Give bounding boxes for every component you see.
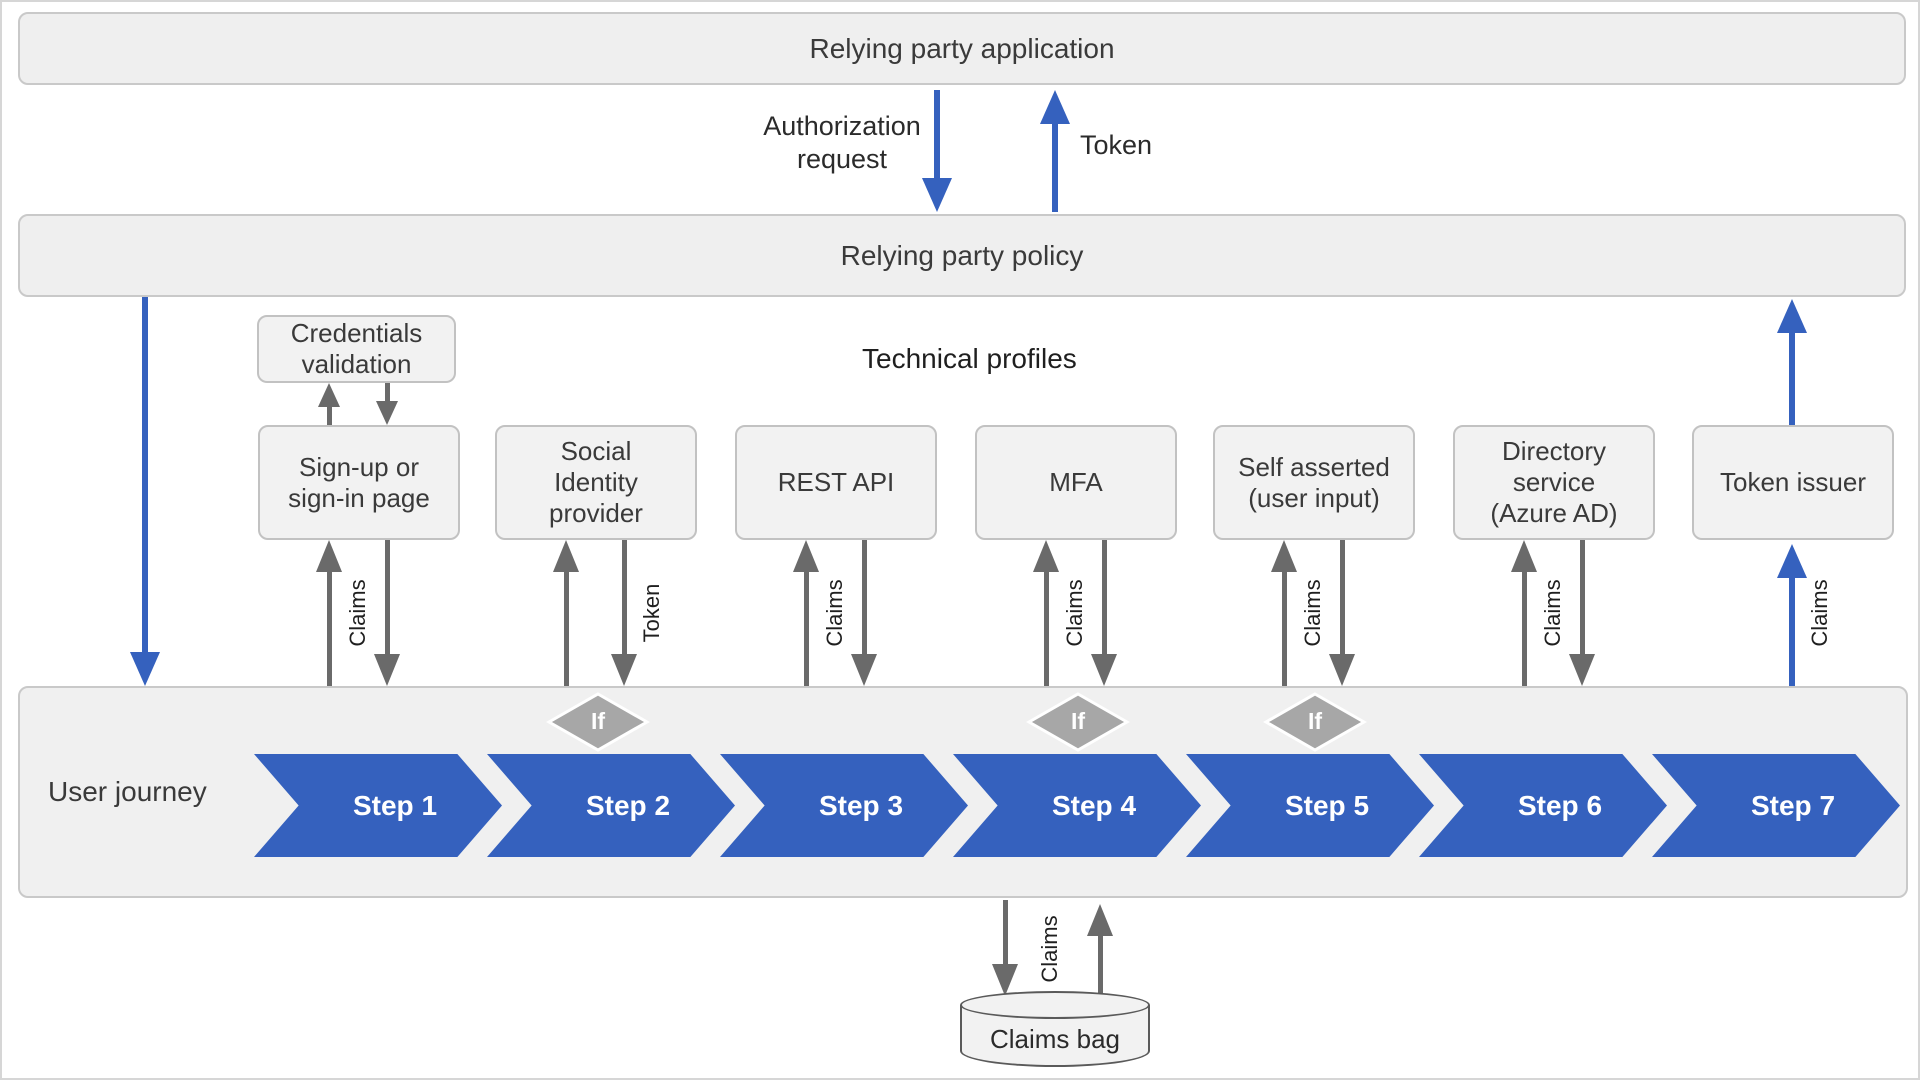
signup-claims-down-shaft [385,540,390,654]
signup-claims-up-shaft [327,568,332,686]
self-asserted-claims-down-shaft [1340,540,1345,654]
signup-claims-up-icon [316,540,342,572]
tech-profile-rest-api-box: REST API [735,425,937,540]
directory-claims-label: Claims [1540,579,1565,647]
step-4-label: Step 4 [1051,789,1137,821]
step-1-label: Step 1 [352,789,438,821]
credentials-arrow-up-shaft [327,405,332,425]
claims-bag-label: Claims bag [989,1024,1121,1054]
bag-claims-down-icon [992,964,1018,996]
tech-profile-token-issuer-box: Token issuer [1692,425,1894,540]
token-label: Token [1080,130,1153,160]
technical-profiles-heading: Technical profiles [862,343,1077,374]
if-condition-step5: If [1263,691,1367,753]
tech-profile-token-issuer-label: Token issuer [1720,467,1866,497]
token-arrow-shaft [1052,122,1058,212]
bag-claims-label: Claims [1037,915,1062,983]
bag-claims-up-shaft [1098,934,1103,994]
step-7-label: Step 7 [1750,789,1836,821]
if-condition-step4: If [1026,691,1130,753]
auth-request-arrow-down-icon [922,178,952,212]
tech-profile-mfa-box: MFA [975,425,1177,540]
step-6-chevron: Step 6 [1419,754,1667,857]
directory-claims-down-shaft [1580,540,1585,654]
tech-profile-self-asserted-label: Self asserted (user input) [1238,451,1390,513]
journey-to-issuer-arrow-up-icon [1777,544,1807,578]
tech-profile-signup-label: Sign-up or sign-in page [288,451,430,513]
social-token-up-icon [553,540,579,572]
mfa-claims-up-shaft [1044,568,1049,686]
restapi-claims-down-icon [851,654,877,686]
step-6-label: Step 6 [1517,789,1603,821]
mfa-claims-down-icon [1091,654,1117,686]
token-arrow-up-icon [1040,90,1070,124]
mfa-claims-down-shaft [1102,540,1107,654]
relying-party-application-box: Relying party application [18,12,1906,85]
social-token-up-shaft [564,568,569,686]
policy-to-journey-arrow-down-icon [130,652,160,686]
restapi-claims-down-shaft [862,540,867,654]
if-condition-step2: If [546,691,650,753]
tech-profile-directory-service-label: Directory service (Azure AD) [1490,436,1618,528]
directory-claims-down-icon [1569,654,1595,686]
signup-claims-down-icon [374,654,400,686]
bag-claims-up-icon [1087,904,1113,936]
issuer-to-policy-arrow-shaft [1789,331,1795,426]
issuer-claims-label: Claims [1807,579,1832,647]
social-token-down-shaft [622,540,627,654]
directory-claims-up-icon [1511,540,1537,572]
signup-claims-label: Claims [345,579,370,647]
if-diamond-icon [546,692,650,752]
self-asserted-claims-up-icon [1271,540,1297,572]
social-token-down-icon [611,654,637,686]
credentials-arrow-down-icon [376,401,398,425]
bag-claims-down-shaft [1003,900,1008,964]
tech-profile-signup-box: Sign-up or sign-in page [258,425,460,540]
journey-to-issuer-arrow-shaft [1789,576,1795,686]
step-2-label: Step 2 [585,789,671,821]
issuer-to-policy-arrow-up-icon [1777,299,1807,333]
tech-profile-self-asserted-box: Self asserted (user input) [1213,425,1415,540]
credentials-validation-box: Credentials validation [257,315,456,383]
if-diamond-icon [1263,692,1367,752]
claims-bag-cylinder-top [960,991,1150,1019]
self-asserted-claims-label: Claims [1300,579,1325,647]
directory-claims-up-shaft [1522,568,1527,686]
restapi-claims-up-shaft [804,568,809,686]
self-asserted-claims-up-shaft [1282,568,1287,686]
restapi-claims-label: Claims [822,579,847,647]
social-token-label: Token [639,583,664,643]
restapi-claims-up-icon [793,540,819,572]
if-diamond-icon [1026,692,1130,752]
credentials-validation-label: Credentials validation [290,318,423,379]
step-1-chevron: Step 1 [254,754,502,857]
credentials-arrow-up-icon [318,383,340,407]
if-condition-step4-label: If [1070,707,1086,734]
tech-profile-social-idp-label: Social Identity provider [549,436,643,528]
mfa-claims-up-icon [1033,540,1059,572]
relying-party-policy-title: Relying party policy [840,239,1084,271]
tech-profile-social-idp-box: Social Identity provider [495,425,697,540]
step-5-label: Step 5 [1284,789,1370,821]
relying-party-application-title: Relying party application [809,32,1115,64]
tech-profile-rest-api-label: REST API [777,467,895,497]
self-asserted-claims-down-icon [1329,654,1355,686]
relying-party-policy-box: Relying party policy [18,214,1906,297]
authorization-request-label: Authorization request [763,111,921,174]
tech-profile-directory-service-box: Directory service (Azure AD) [1453,425,1655,540]
tech-profile-mfa-label: MFA [1049,467,1103,497]
if-condition-step2-label: If [590,707,606,734]
policy-to-journey-arrow-shaft [142,297,148,652]
user-journey-label: User journey [48,776,207,807]
credentials-arrow-down-shaft [385,383,390,403]
auth-request-arrow-shaft [934,90,940,178]
mfa-claims-label: Claims [1062,579,1087,647]
step-3-label: Step 3 [818,789,904,821]
if-condition-step5-label: If [1307,707,1323,734]
